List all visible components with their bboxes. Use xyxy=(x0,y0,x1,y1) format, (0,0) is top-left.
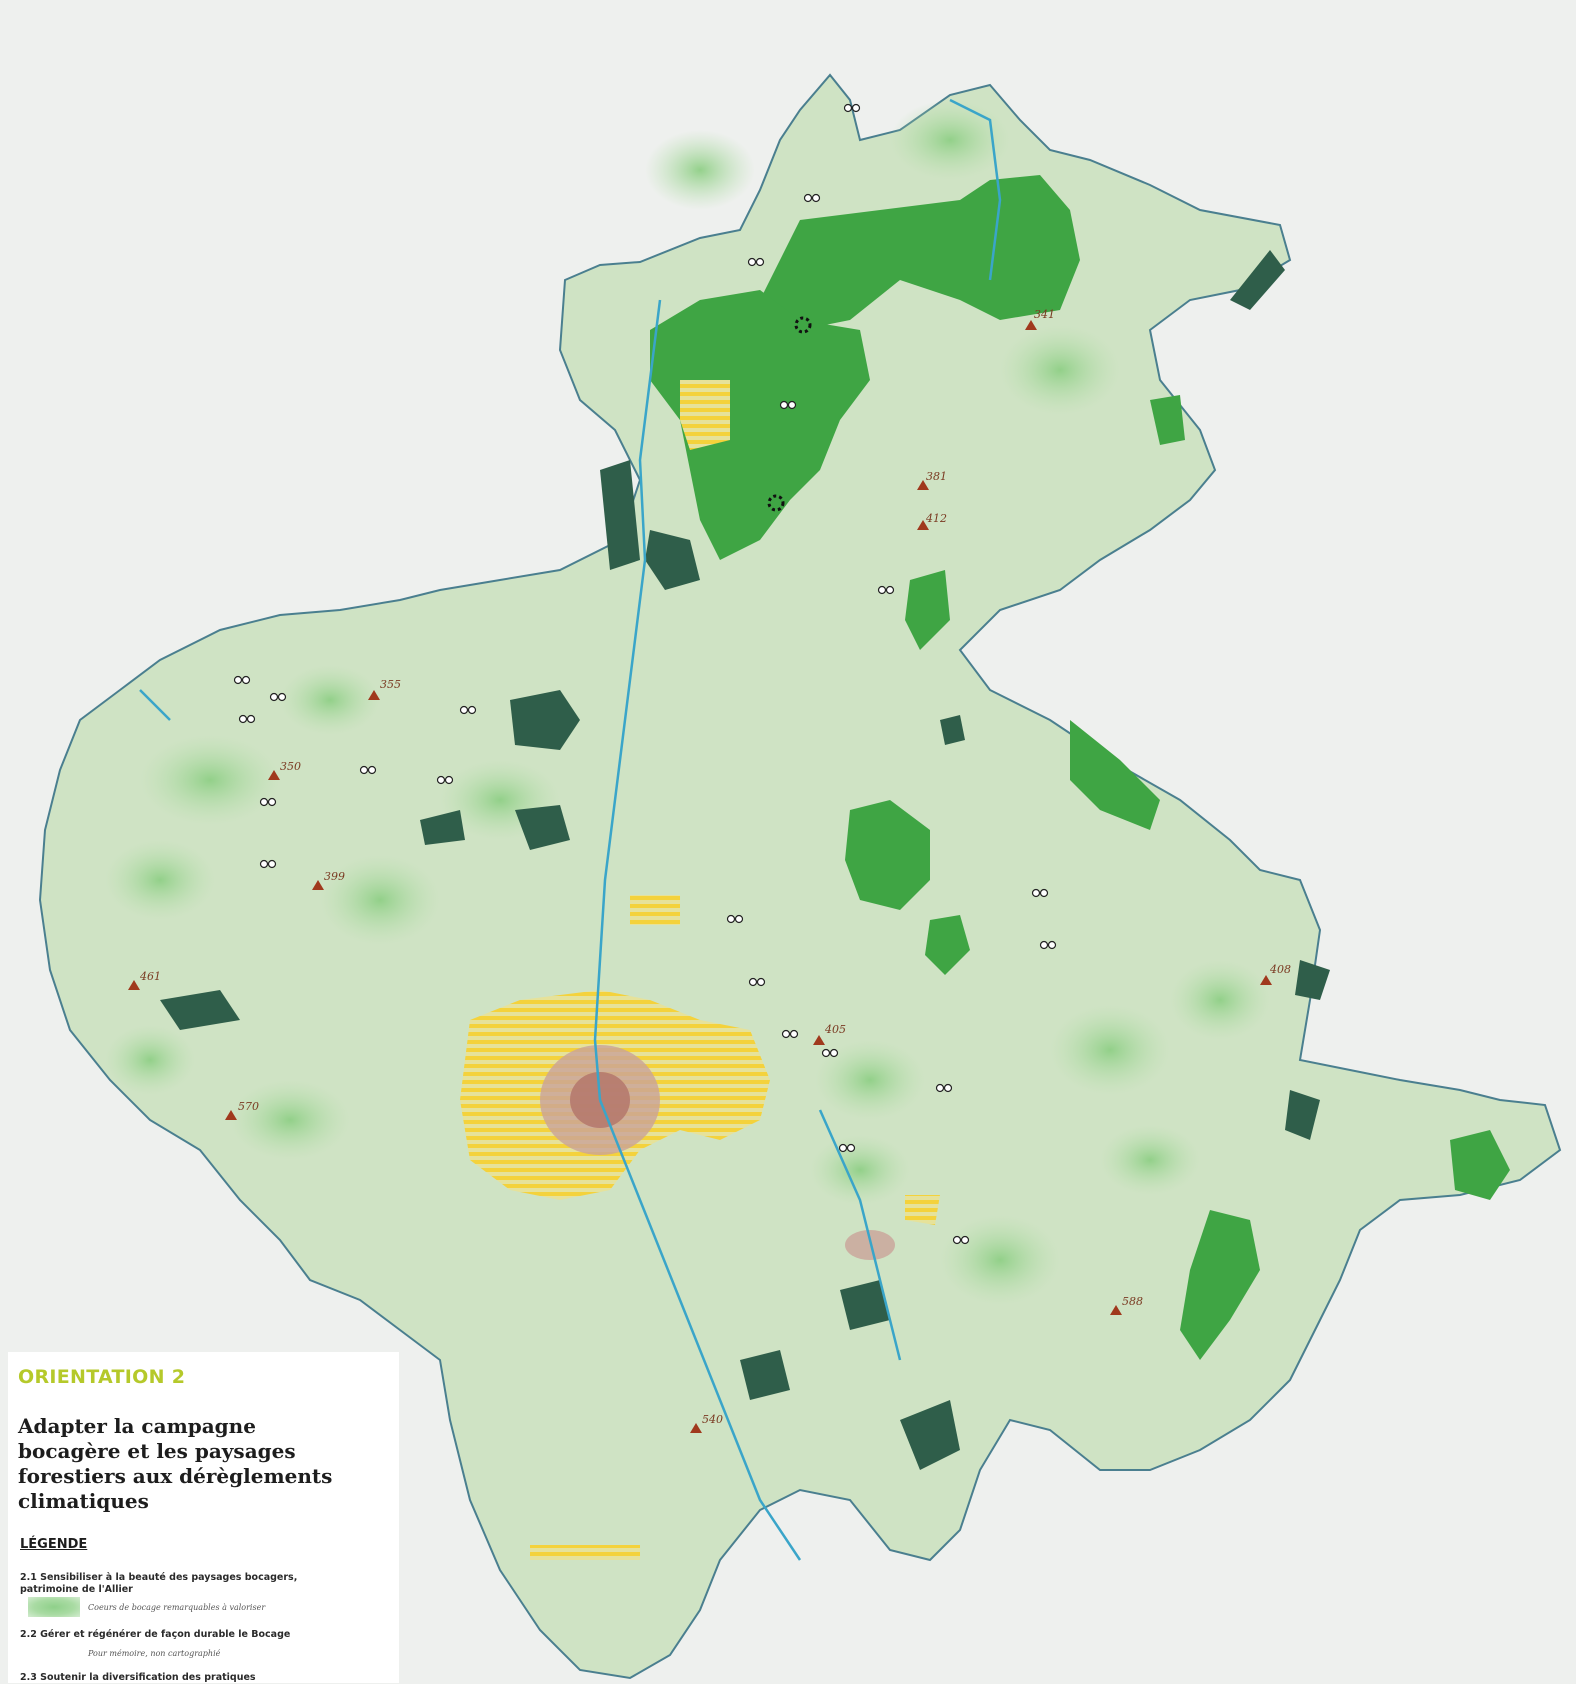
bocage-hearts xyxy=(105,100,1270,1305)
legend-item-2-2: 2.2 Gérer et régénérer de façon durable … xyxy=(20,1629,291,1640)
peak-label-341: 341 xyxy=(1034,308,1055,321)
legend-item-2-3: 2.3 Soutenir la diversification des prat… xyxy=(20,1672,256,1683)
tree-symbols xyxy=(233,103,1057,1245)
peak-label-350: 350 xyxy=(280,760,301,773)
legend-swatch-bocage xyxy=(28,1597,80,1617)
tree-icon xyxy=(726,914,744,924)
legend-heading: LÉGENDE xyxy=(20,1537,88,1552)
peak-label-355: 355 xyxy=(380,678,401,691)
tree-icon xyxy=(781,1029,799,1039)
legend-caption-2-1: Coeurs de bocage remarquables à valorise… xyxy=(88,1603,266,1612)
tree-icon xyxy=(238,714,256,724)
tree-icon xyxy=(843,103,861,113)
tree-icon xyxy=(821,1048,839,1058)
tree-icon xyxy=(259,797,277,807)
peak-label-405: 405 xyxy=(824,1023,846,1036)
tree-icon xyxy=(233,675,251,685)
legend-caption-2-2: Pour mémoire, non cartographié xyxy=(88,1649,221,1658)
tree-icon xyxy=(803,193,821,203)
forest-masses xyxy=(650,175,1510,1360)
tree-icon xyxy=(877,585,895,595)
tree-icon xyxy=(1039,940,1057,950)
tree-icon xyxy=(935,1083,953,1093)
peak-label-408: 408 xyxy=(1269,963,1291,976)
tree-icon xyxy=(748,977,766,987)
tree-icon xyxy=(436,775,454,785)
peak-labels: 341 381 412 355 350 399 461 405 408 570 … xyxy=(139,308,1291,1426)
peak-label-381: 381 xyxy=(926,470,947,483)
asterisk-marker-icon xyxy=(794,316,812,334)
tree-icon xyxy=(747,257,765,267)
peak-label-570: 570 xyxy=(238,1100,259,1113)
tree-icon xyxy=(838,1143,856,1153)
rivers xyxy=(139,98,1002,1561)
peaks xyxy=(128,320,1272,1433)
peak-label-461: 461 xyxy=(139,970,161,983)
map-title: Adapter la campagne bocagère et les pays… xyxy=(18,1414,333,1513)
special-markers xyxy=(767,316,812,512)
forest-dark-patches xyxy=(160,250,1330,1470)
tree-icon xyxy=(359,765,377,775)
peak-label-588: 588 xyxy=(1122,1295,1143,1308)
orientation-title: ORIENTATION 2 xyxy=(18,1366,186,1388)
asterisk-marker-icon xyxy=(767,494,785,512)
peak-label-412: 412 xyxy=(925,512,947,525)
tree-icon xyxy=(269,692,287,702)
peak-label-540: 540 xyxy=(702,1413,723,1426)
tree-icon xyxy=(459,705,477,715)
tree-icon xyxy=(1031,888,1049,898)
tree-icon xyxy=(952,1235,970,1245)
tree-icon xyxy=(259,859,277,869)
territory-outline xyxy=(38,73,1562,1680)
tree-icon xyxy=(779,400,797,410)
peak-label-399: 399 xyxy=(324,870,345,883)
legend-item-2-1: 2.1 Sensibiliser à la beauté des paysage… xyxy=(20,1572,298,1595)
legend-panel: ORIENTATION 2 Adapter la campagne bocagè… xyxy=(8,1352,399,1683)
